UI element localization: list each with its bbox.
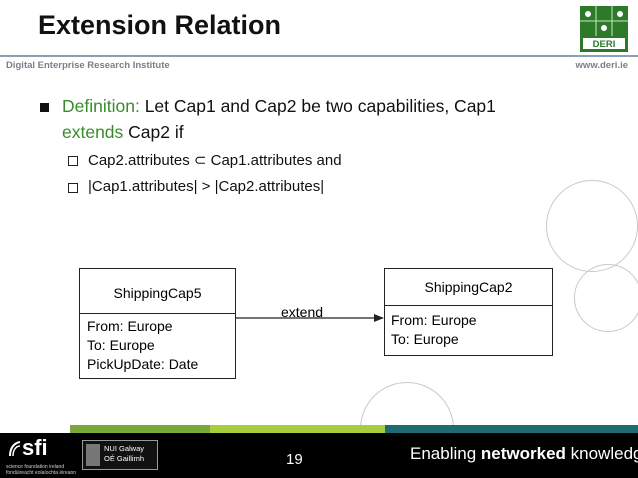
bullet-marker — [40, 103, 49, 112]
class-divider — [80, 313, 235, 314]
footer-bar-segment — [0, 425, 70, 433]
class-attributes: From: Europe To: Europe PickUpDate: Date — [80, 314, 235, 374]
sub-bullet-2: |Cap1.attributes| > |Cap2.attributes| — [88, 178, 325, 195]
attribute: From: Europe — [87, 318, 173, 334]
decorative-circle — [574, 264, 638, 332]
nui-crest-icon — [86, 444, 100, 466]
tagline-bold: networked — [480, 444, 566, 463]
footer-bar-segment — [210, 425, 385, 433]
nui-line: OÉ Gaillimh — [104, 454, 145, 463]
relation-label: extend — [281, 304, 324, 320]
sfi-caption: science foundation ireland fondúireacht … — [6, 464, 76, 476]
footer-bar-segment — [70, 425, 210, 433]
page-number: 19 — [286, 451, 303, 468]
nui-line: NUI Galway — [104, 444, 145, 453]
extends-keyword: extends — [62, 122, 124, 142]
class-attributes: From: Europe To: Europe — [385, 306, 552, 349]
deri-logo-graphic: DERI — [580, 6, 628, 52]
header-divider — [0, 55, 638, 57]
slide-title: Extension Relation — [38, 10, 282, 40]
sub-bullet-marker — [68, 156, 78, 166]
definition-line-2: extends Cap2 if — [62, 122, 184, 143]
attribute: To: Europe — [87, 337, 155, 353]
attribute: To: Europe — [391, 331, 459, 347]
definition-text-1: Let Cap1 and Cap2 be two capabilities, C… — [139, 96, 496, 116]
extend-arrow — [236, 314, 384, 322]
logo-text: DERI — [593, 39, 616, 50]
class-name: ShippingCap2 — [424, 279, 513, 295]
nui-galway-text: NUI Galway OÉ Gaillimh — [104, 444, 144, 464]
decorative-circle — [546, 180, 638, 272]
class-divider — [385, 305, 552, 306]
definition-line-1: Definition: Let Cap1 and Cap2 be two cap… — [62, 96, 496, 117]
deri-logo: DERI — [580, 6, 628, 52]
class-name: ShippingCap5 — [113, 285, 202, 301]
sfi-caption-line: science foundation ireland — [6, 464, 65, 470]
class-box-shippingcap2: ShippingCap2 From: Europe To: Europe — [384, 268, 553, 356]
sfi-logo: sfi — [22, 435, 48, 460]
tagline-post: knowledge. — [570, 444, 638, 463]
class-box-shippingcap5: ShippingCap5 From: Europe To: Europe Pic… — [79, 268, 236, 379]
definition-label: Definition: — [62, 96, 140, 116]
attribute: PickUpDate: Date — [87, 356, 199, 372]
tagline-pre: Enabling — [410, 444, 481, 463]
attribute: From: Europe — [391, 312, 477, 328]
tagline: Enabling networked knowledge. — [410, 444, 638, 464]
sub-bullet-marker — [68, 183, 78, 193]
sfi-caption-line: fondúireacht eolaíochta éireann — [6, 470, 77, 476]
definition-text-2: Cap2 if — [123, 122, 184, 142]
footer-bar-segment — [385, 425, 638, 433]
sub-bullet-1: Cap2.attributes ⊂ Cap1.attributes and — [88, 152, 342, 169]
institute-name: Digital Enterprise Research Institute — [6, 60, 170, 71]
sfi-swirl-icon — [9, 441, 21, 457]
website-link[interactable]: www.deri.ie — [575, 60, 628, 71]
